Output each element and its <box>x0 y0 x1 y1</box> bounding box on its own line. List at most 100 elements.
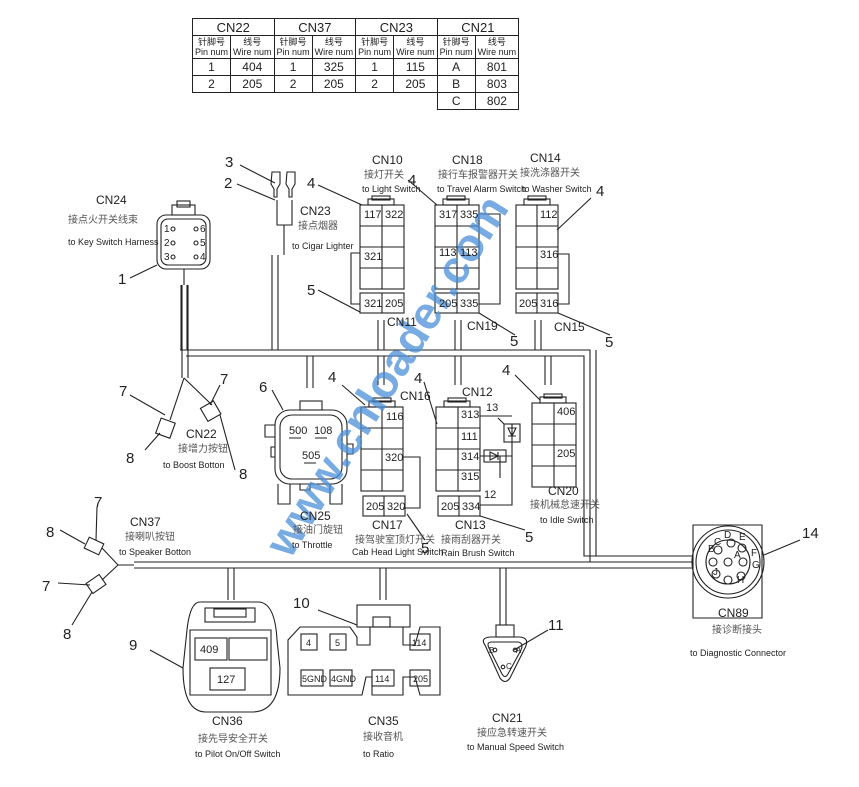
cn37-label: CN37 <box>130 515 161 529</box>
cn14-en-label: to Washer Switch <box>522 184 592 194</box>
cn15-cell: 316 <box>540 298 558 310</box>
cn19-cell: 335 <box>460 298 478 310</box>
cn13-en-label: Rain Brush Switch <box>441 548 515 558</box>
cn10-label: CN10 <box>372 153 403 167</box>
pin-header-zh: 针脚号 <box>279 37 307 47</box>
pin-header-en: Pin num <box>195 47 229 57</box>
cn23-en-label: to Cigar Lighter <box>292 241 354 251</box>
cn25-pin: 108 <box>314 425 332 437</box>
cn22-en-label: to Boost Botton <box>163 460 225 470</box>
table-cell: 205 <box>311 75 357 93</box>
callout-10: 10 <box>293 595 310 612</box>
cn25-en-label: to Throttle <box>292 540 332 550</box>
cn19-label: CN19 <box>467 319 498 333</box>
cn36-zh-label: 接先导安全开关 <box>198 732 268 745</box>
cn35-cell: 205 <box>413 674 428 684</box>
callout-5: 5 <box>307 282 315 299</box>
table-cell: 325 <box>311 58 357 76</box>
cn17-en-label: Cab Head Light Switch <box>352 547 444 557</box>
cn89-pin: D <box>724 530 731 541</box>
cn10-en-label: to Light Switch <box>362 184 421 194</box>
pin-header-zh: 针脚号 <box>442 37 470 47</box>
cn14-label: CN14 <box>530 151 561 165</box>
table-cell: 2 <box>273 75 313 93</box>
cn12-label: CN12 <box>462 385 493 399</box>
wire-header-en: Wire num <box>233 47 272 57</box>
cn36-connector <box>182 601 281 713</box>
callout-4: 4 <box>408 172 416 189</box>
callout-2: 2 <box>224 175 232 192</box>
table-row: C 802 <box>193 92 520 110</box>
callout-4: 4 <box>596 183 604 200</box>
wire-header-en: Wire num <box>477 47 517 57</box>
wire-header-zh: 线号 <box>324 37 343 47</box>
cn14-zh-label: 接洗涤器开关 <box>520 166 580 179</box>
cn89-connector <box>691 524 765 619</box>
table-cell: 2 <box>191 75 232 93</box>
cn89-pin: A <box>734 550 741 561</box>
cn89-pin: H <box>737 575 744 586</box>
callout-14: 14 <box>802 525 819 542</box>
cn12-cell: 314 <box>461 451 479 463</box>
cn21-en-label: to Manual Speed Switch <box>467 742 564 752</box>
callout-1: 1 <box>118 271 126 288</box>
pin-header-en: Pin num <box>439 47 473 57</box>
wire-header-en: Wire num <box>314 47 354 57</box>
table-cell: C <box>436 92 476 110</box>
cn12-cell: 313 <box>461 409 479 421</box>
cn89-en-label: to Diagnostic Connector <box>690 648 786 658</box>
cn37-connector <box>83 536 134 595</box>
cn17-zh-label: 接驾驶室顶灯开关 <box>355 533 435 546</box>
cn36-en-label: to Pilot On/Off Switch <box>195 749 280 759</box>
cn35-cell: 114 <box>375 674 389 684</box>
cn21-label: CN21 <box>492 711 523 725</box>
callout-11: 11 <box>548 617 564 634</box>
table-row: 2 205 2 205 2 205 B 803 <box>191 75 520 93</box>
cn36-cell: 127 <box>217 674 235 686</box>
callout-4: 4 <box>414 370 422 387</box>
cn13-cell: 205 <box>441 501 459 513</box>
cn18-cell: 113 <box>439 247 457 259</box>
callout-7: 7 <box>94 494 102 511</box>
cn17-cell: 205 <box>366 501 384 513</box>
pin-header-zh: 针脚号 <box>198 37 226 47</box>
cn35-cell: 4 <box>306 638 311 648</box>
cn22-label: CN22 <box>186 427 217 441</box>
wire-header-zh: 线号 <box>243 37 262 47</box>
table-cell: 802 <box>474 92 520 110</box>
cn14-cell: 112 <box>540 209 558 221</box>
table-cell: 1 <box>273 58 313 76</box>
cn11-label: CN11 <box>387 315 417 329</box>
cn18-cell: 113 <box>460 247 478 259</box>
callout-4: 4 <box>328 369 336 386</box>
table-cell: 803 <box>474 75 520 93</box>
callout-9: 9 <box>129 637 137 654</box>
callout-8: 8 <box>126 450 134 467</box>
cn10-cell: 322 <box>385 209 403 221</box>
cn89-pin: J <box>713 567 718 578</box>
cn25-label: CN25 <box>300 509 331 523</box>
cn24-pin: 6 <box>200 224 206 235</box>
cn21-pin: A <box>516 646 522 655</box>
pin-header-en: Pin num <box>276 47 310 57</box>
cn24-pin: 1 <box>164 224 170 235</box>
cn10-zh-label: 接灯开关 <box>364 168 404 181</box>
table-cell: 2 <box>355 75 395 93</box>
cn37-en-label: to Speaker Botton <box>119 547 191 557</box>
cn15-label: CN15 <box>554 320 585 334</box>
cn14-cell: 316 <box>540 249 558 261</box>
cn35-connector <box>287 604 441 696</box>
cn23-terminals <box>270 171 296 255</box>
callout-5: 5 <box>525 529 533 546</box>
callout-5: 5 <box>605 334 613 351</box>
pin-header-en: Pin num <box>358 47 392 57</box>
cn35-cell: 5GND <box>302 674 328 684</box>
cn25-zh-label: 接油门旋钮 <box>293 523 343 536</box>
main-wire-bus <box>134 255 693 625</box>
cn20-en-label: to Idle Switch <box>540 515 594 525</box>
cn20-cell: 205 <box>557 448 575 460</box>
cn21-pin: C <box>506 662 512 671</box>
